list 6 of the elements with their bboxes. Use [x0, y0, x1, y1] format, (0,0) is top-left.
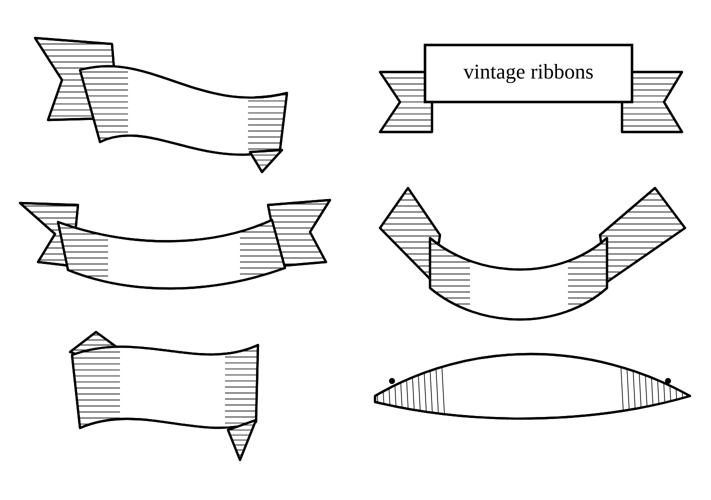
ribbon-drawing	[34, 36, 288, 174]
ribbon-drawing	[374, 352, 692, 420]
ribbon-banner: vintage ribbons	[378, 44, 684, 134]
ribbon-drawing	[378, 186, 686, 321]
ribbon-drawing	[68, 330, 260, 462]
ribbon-drawing	[18, 198, 332, 290]
